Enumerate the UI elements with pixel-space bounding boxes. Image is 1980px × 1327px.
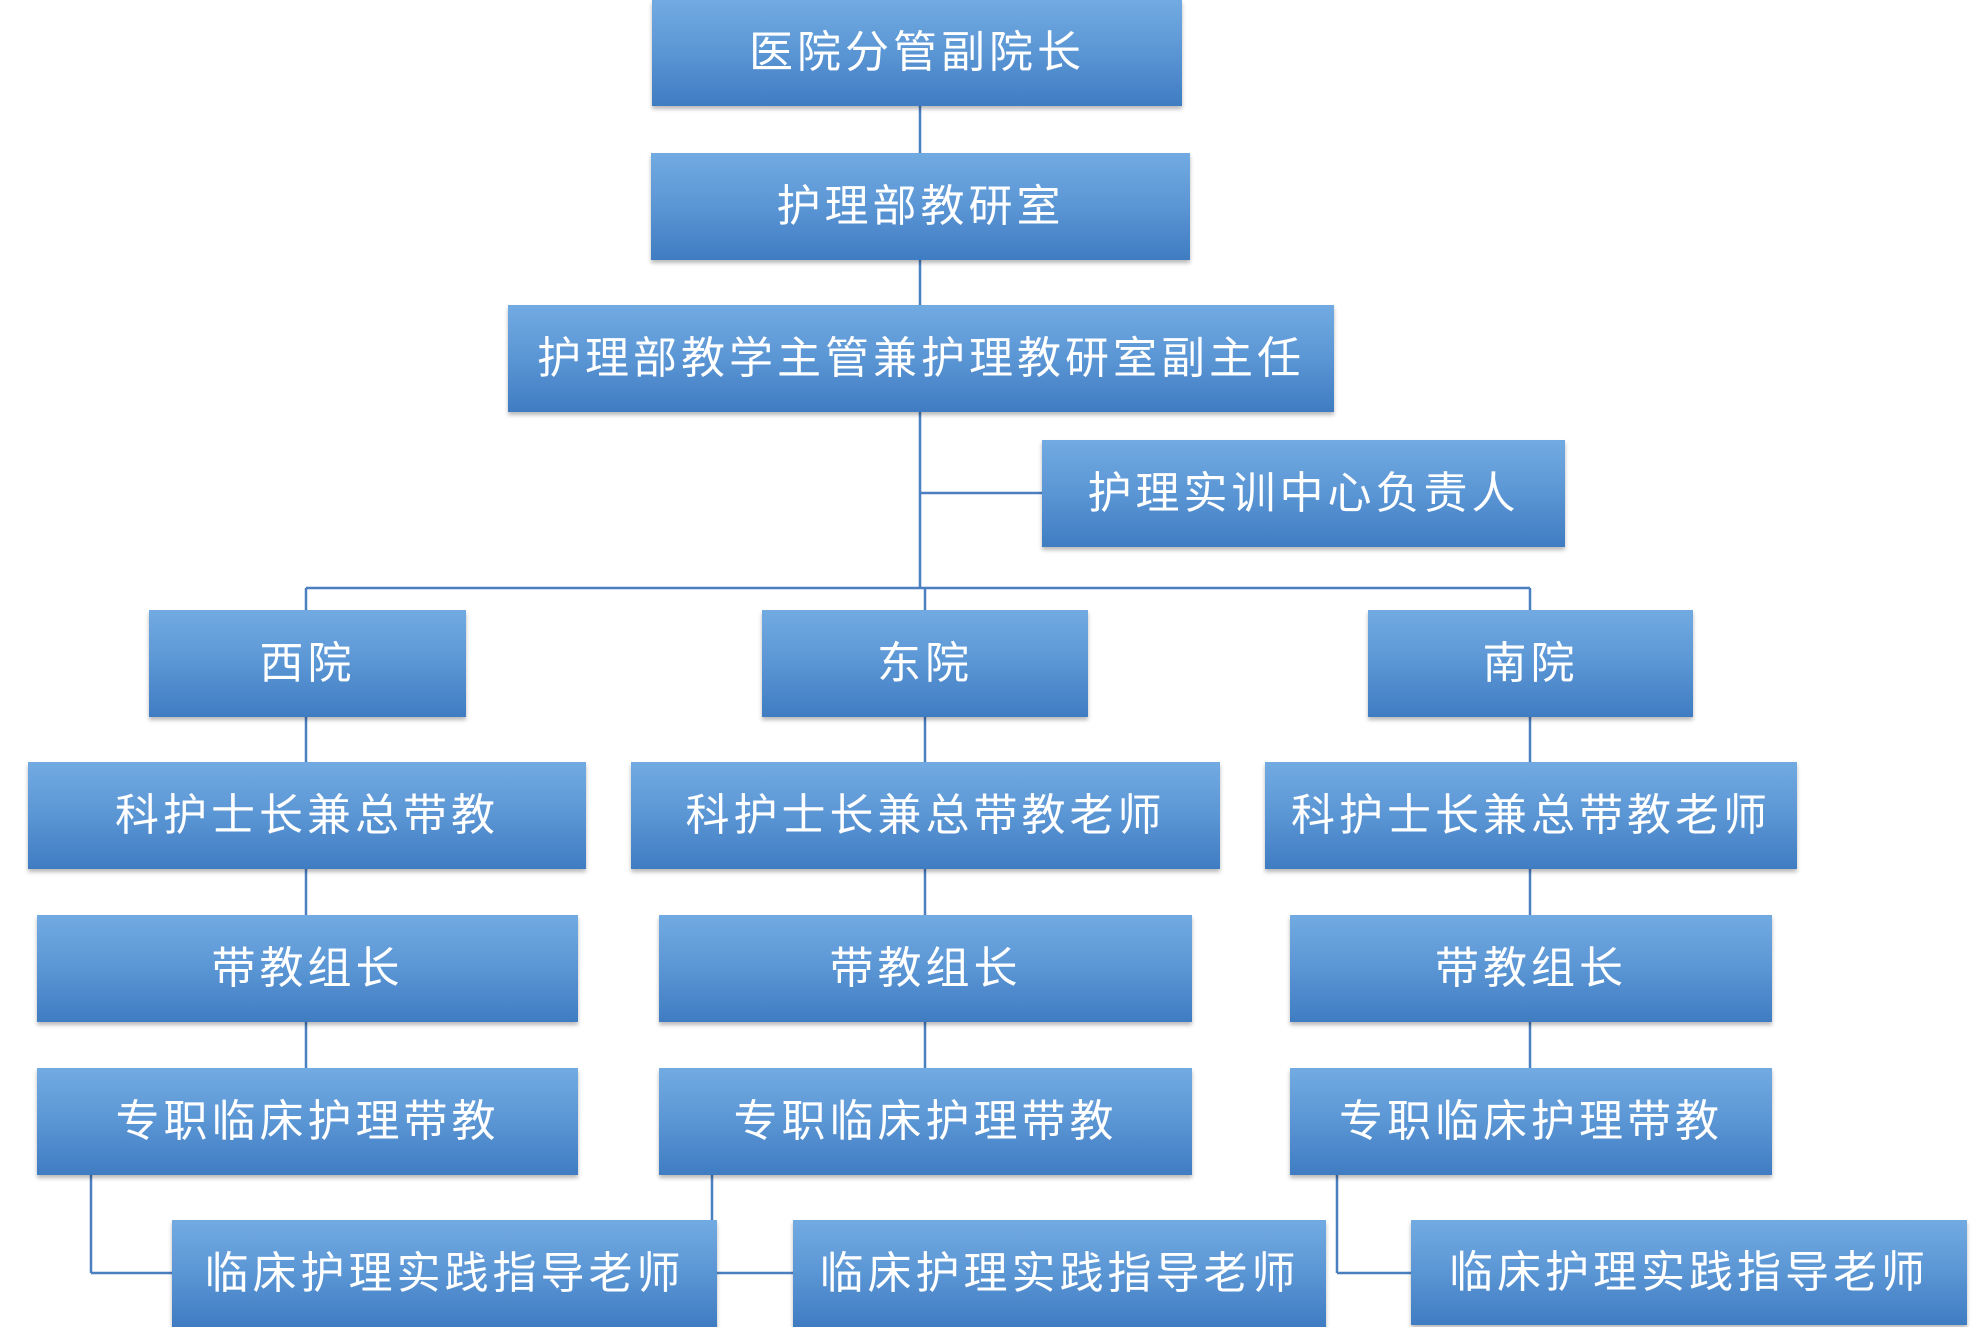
node-east-branch: 东院 — [762, 610, 1088, 717]
node-vice-president-label: 医院分管副院长 — [749, 27, 1085, 78]
node-training-center-head-label: 护理实训中心负责人 — [1087, 467, 1520, 519]
node-south-group-leader: 带教组长 — [1290, 915, 1772, 1022]
node-west-branch-label: 西院 — [259, 637, 356, 689]
node-south-practice-mentor: 临床护理实践指导老师 — [1411, 1220, 1967, 1325]
node-east-group-leader: 带教组长 — [659, 915, 1192, 1022]
node-south-head-nurse: 科护士长兼总带教老师 — [1265, 762, 1797, 869]
node-west-group-leader: 带教组长 — [37, 915, 578, 1022]
node-west-practice-mentor: 临床护理实践指导老师 — [172, 1220, 717, 1327]
node-west-clinical-teacher-label: 专职临床护理带教 — [115, 1095, 500, 1147]
node-south-practice-mentor-label: 临床护理实践指导老师 — [1449, 1246, 1929, 1298]
node-east-group-leader-label: 带教组长 — [829, 942, 1022, 994]
node-west-clinical-teacher: 专职临床护理带教 — [37, 1068, 578, 1175]
node-east-head-nurse-label: 科护士长兼总带教老师 — [685, 789, 1166, 841]
node-deputy-director: 护理部教学主管兼护理教研室副主任 — [508, 305, 1334, 412]
node-west-group-leader-label: 带教组长 — [211, 942, 404, 994]
node-east-branch-label: 东院 — [877, 637, 973, 689]
node-deputy-director-label: 护理部教学主管兼护理教研室副主任 — [537, 332, 1305, 384]
node-east-head-nurse: 科护士长兼总带教老师 — [631, 762, 1220, 869]
node-east-practice-mentor-label: 临床护理实践指导老师 — [819, 1247, 1300, 1299]
node-south-clinical-teacher-label: 专职临床护理带教 — [1339, 1095, 1723, 1147]
node-south-branch-label: 南院 — [1482, 637, 1579, 689]
node-east-clinical-teacher: 专职临床护理带教 — [659, 1068, 1192, 1175]
node-west-practice-mentor-label: 临床护理实践指导老师 — [204, 1247, 685, 1299]
node-east-clinical-teacher-label: 专职临床护理带教 — [733, 1095, 1118, 1147]
node-south-head-nurse-label: 科护士长兼总带教老师 — [1291, 789, 1771, 841]
node-south-group-leader-label: 带教组长 — [1435, 942, 1627, 994]
node-teaching-office-label: 护理部教研室 — [776, 180, 1065, 232]
node-east-practice-mentor: 临床护理实践指导老师 — [793, 1220, 1326, 1327]
node-south-branch: 南院 — [1368, 610, 1693, 717]
node-west-head-nurse: 科护士长兼总带教 — [28, 762, 586, 869]
node-south-clinical-teacher: 专职临床护理带教 — [1290, 1068, 1772, 1175]
node-teaching-office: 护理部教研室 — [651, 153, 1190, 260]
node-west-branch: 西院 — [149, 610, 466, 717]
node-vice-president: 医院分管副院长 — [652, 0, 1182, 106]
node-training-center-head: 护理实训中心负责人 — [1042, 440, 1565, 547]
node-west-head-nurse-label: 科护士长兼总带教 — [115, 789, 499, 841]
